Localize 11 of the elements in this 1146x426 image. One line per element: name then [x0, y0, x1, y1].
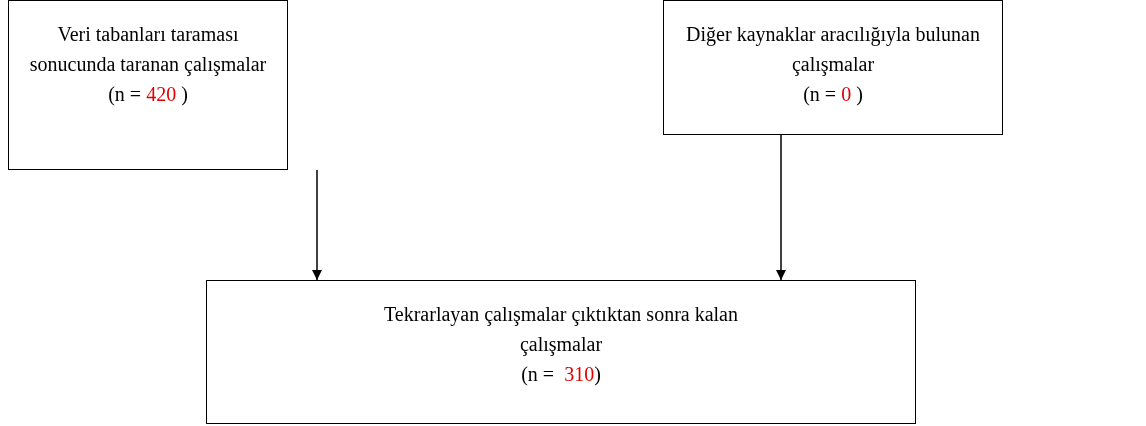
box-text: Diğer kaynaklar aracılığıyla bulunan çalışmalar — [685, 22, 981, 78]
process-box — [663, 0, 1003, 135]
box-text: (n = 310) — [520, 362, 602, 388]
box-text: Tekrarlayan çalışmalar çıktıktan sonra kalan çalışmalar — [383, 302, 739, 358]
process-box — [8, 0, 288, 170]
arrow — [776, 134, 786, 281]
arrow — [312, 169, 322, 281]
box-text: (n = 420 ) — [107, 82, 189, 108]
box-text: (n = 0 ) — [802, 82, 864, 108]
process-box — [206, 280, 916, 424]
box-text: Veri tabanları taraması sonucunda taranan çalışmalar — [28, 22, 268, 78]
